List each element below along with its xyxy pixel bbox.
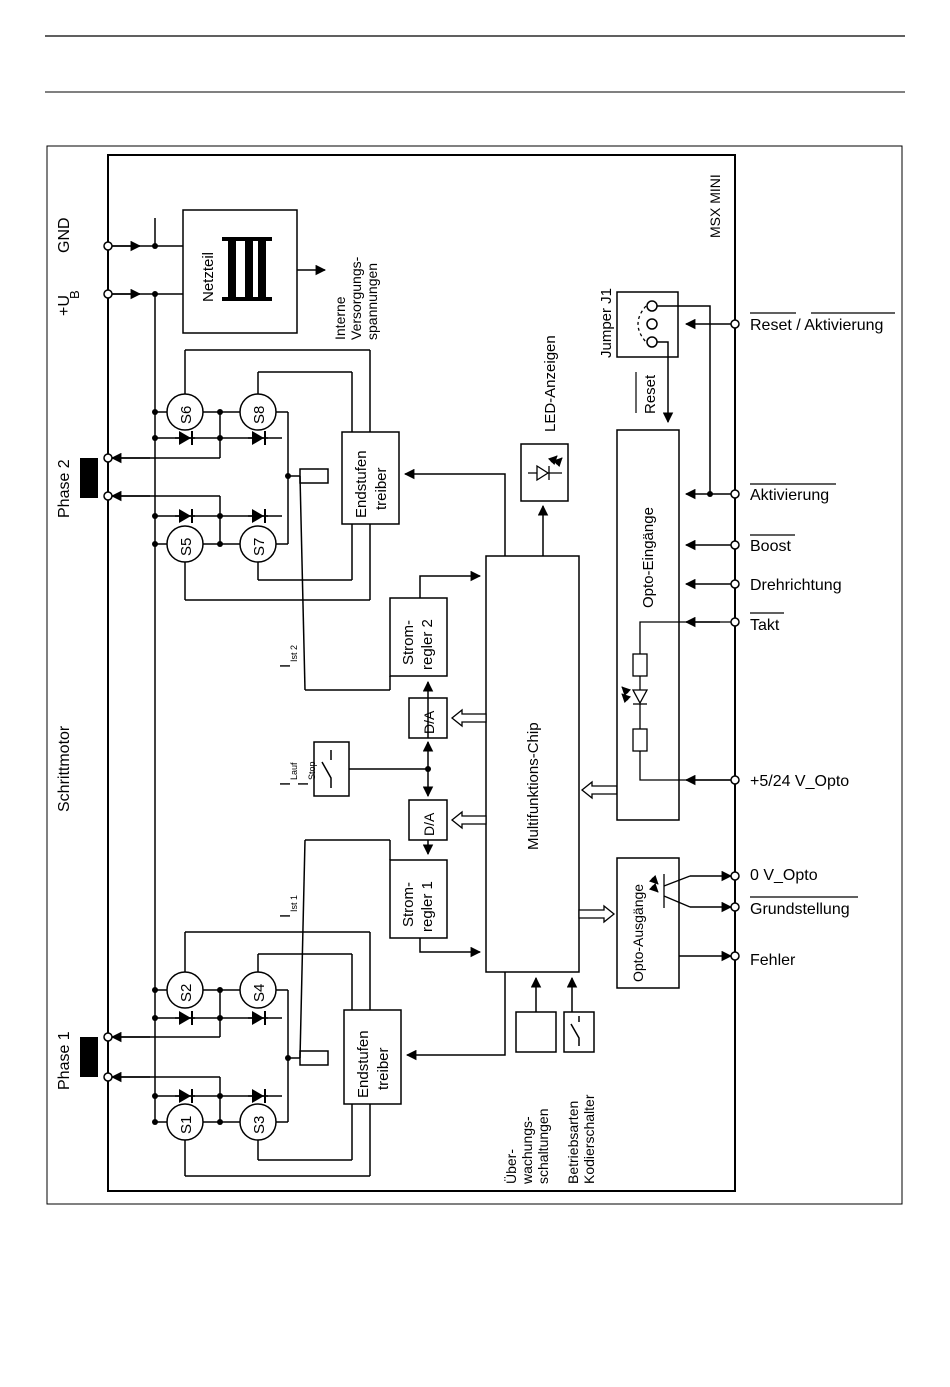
svg-text:+U: +U (56, 295, 73, 316)
regulator1-box (389, 859, 448, 939)
svg-text:S1: S1 (178, 1116, 195, 1134)
terminal-zero-v-opto: 0 V_Opto (750, 867, 818, 884)
switch-s8: S8 (239, 393, 277, 431)
dac1-label: D/A (421, 812, 437, 836)
svg-text:I: I (277, 782, 294, 786)
opto-out-box (616, 857, 680, 989)
svg-text:Kodierschalter: Kodierschalter (581, 1094, 597, 1184)
chip-label: Multifunktions-Chip (525, 722, 542, 850)
svg-text:treiber: treiber (373, 467, 390, 510)
svg-text:Lauf: Lauf (289, 762, 299, 780)
svg-text:Ist 1: Ist 1 (289, 895, 299, 912)
opto-out-transistor (648, 874, 691, 908)
ub-label: +U B (56, 290, 82, 316)
svg-text:B: B (67, 290, 82, 299)
regulator2-box (389, 597, 448, 677)
svg-text:S6: S6 (178, 406, 195, 424)
regulator2-label: Strom- regler 2 (400, 619, 436, 670)
dac2-label: D/A (421, 710, 437, 734)
right-terminal-lines (684, 488, 735, 786)
svg-text:Versorgungs-: Versorgungs- (348, 256, 364, 340)
netzteil-box (182, 209, 298, 334)
monitor-box (515, 1011, 557, 1053)
svg-text:Interne: Interne (332, 296, 348, 340)
lauf-stop-label: I Lauf I Stop (277, 761, 317, 786)
switch-s1: S1 (166, 1103, 204, 1141)
switch-s2: S2 (166, 971, 204, 1009)
internal-supply-label: Interne Versorgungs- spannungen (332, 256, 380, 340)
svg-text:Strom-: Strom- (400, 620, 417, 665)
svg-text:Über-: Über- (502, 1149, 519, 1184)
gnd-label: GND (56, 217, 73, 253)
svg-text:spannungen: spannungen (364, 263, 380, 340)
switch-s7: S7 (239, 525, 277, 563)
svg-text:Endstufen: Endstufen (355, 1030, 372, 1098)
svg-text:Endstufen: Endstufen (353, 450, 370, 518)
switch-s5: S5 (166, 525, 204, 563)
opto-in-label: Opto-Eingänge (640, 507, 657, 608)
mode-switch-label: Betriebsarten Kodierschalter (565, 1094, 597, 1184)
phase2-label: Phase 2 (56, 459, 73, 518)
svg-text:S5: S5 (178, 538, 195, 556)
svg-text:treiber: treiber (375, 1047, 392, 1090)
svg-text:S3: S3 (251, 1116, 268, 1134)
phase2-winding (80, 458, 98, 498)
svg-text:Stop: Stop (307, 761, 317, 780)
svg-text:I: I (277, 664, 294, 668)
svg-text:I: I (295, 782, 312, 786)
device-title: MSX MINI (707, 174, 723, 238)
terminal-boost: Boost (750, 538, 791, 555)
switch-s4: S4 (239, 971, 277, 1009)
svg-text:S4: S4 (251, 984, 268, 1002)
driver-top-label: Endstufen treiber (353, 450, 390, 518)
svg-text:I: I (277, 914, 294, 918)
svg-text:regler 1: regler 1 (419, 881, 436, 932)
driver-top-box (341, 431, 400, 525)
regulator1-label: Strom- regler 1 (400, 881, 436, 932)
led-icon (528, 455, 563, 482)
svg-text:Betriebsarten: Betriebsarten (565, 1101, 581, 1184)
terminal-reset-aktivierung: Reset / Aktivierung (750, 317, 883, 334)
svg-text:S8: S8 (251, 406, 268, 424)
reset-label: Reset (642, 374, 659, 414)
figure-frame (46, 145, 903, 1205)
svg-text:S7: S7 (251, 538, 268, 556)
svg-text:Strom-: Strom- (400, 882, 417, 927)
led-label: LED-Anzeigen (542, 335, 559, 432)
terminal-drehrichtung: Drehrichtung (750, 577, 842, 594)
svg-text:wachungs-: wachungs- (519, 1116, 535, 1185)
phase1-label: Phase 1 (56, 1031, 73, 1090)
switch-s3: S3 (239, 1103, 277, 1141)
terminal-v-opto: +5/24 V_Opto (750, 773, 849, 790)
jumper-label: Jumper J1 (598, 288, 615, 358)
svg-text:Ist 2: Ist 2 (289, 645, 299, 662)
netzteil-label: Netzteil (200, 252, 217, 302)
transformer-icon (222, 237, 272, 301)
terminal-takt: Takt (750, 617, 780, 634)
terminal-aktivierung: Aktivierung (750, 487, 829, 504)
svg-text:S2: S2 (178, 984, 195, 1002)
schrittmotor-label: Schrittmotor (56, 725, 73, 812)
driver-bottom-box (343, 1009, 402, 1105)
opto-in-box (616, 429, 680, 821)
device-box (107, 154, 736, 1192)
monitor-label: Über- wachungs- schaltungen (502, 1108, 551, 1185)
driver-bottom-label: Endstufen treiber (355, 1030, 392, 1098)
ist2-label: I Ist 2 (277, 645, 299, 668)
svg-text:schaltungen: schaltungen (535, 1108, 551, 1184)
phase1-bridge (112, 839, 391, 1177)
chip-box (485, 555, 580, 973)
opto-out-label: Opto-Ausgänge (630, 884, 646, 982)
svg-text:regler 2: regler 2 (419, 619, 436, 670)
phase1-winding (80, 1037, 98, 1077)
terminal-grundstellung: Grundstellung (750, 901, 850, 918)
terminal-fehler: Fehler (750, 952, 796, 969)
switch-s6: S6 (166, 393, 204, 431)
ist1-label: I Ist 1 (277, 895, 299, 918)
